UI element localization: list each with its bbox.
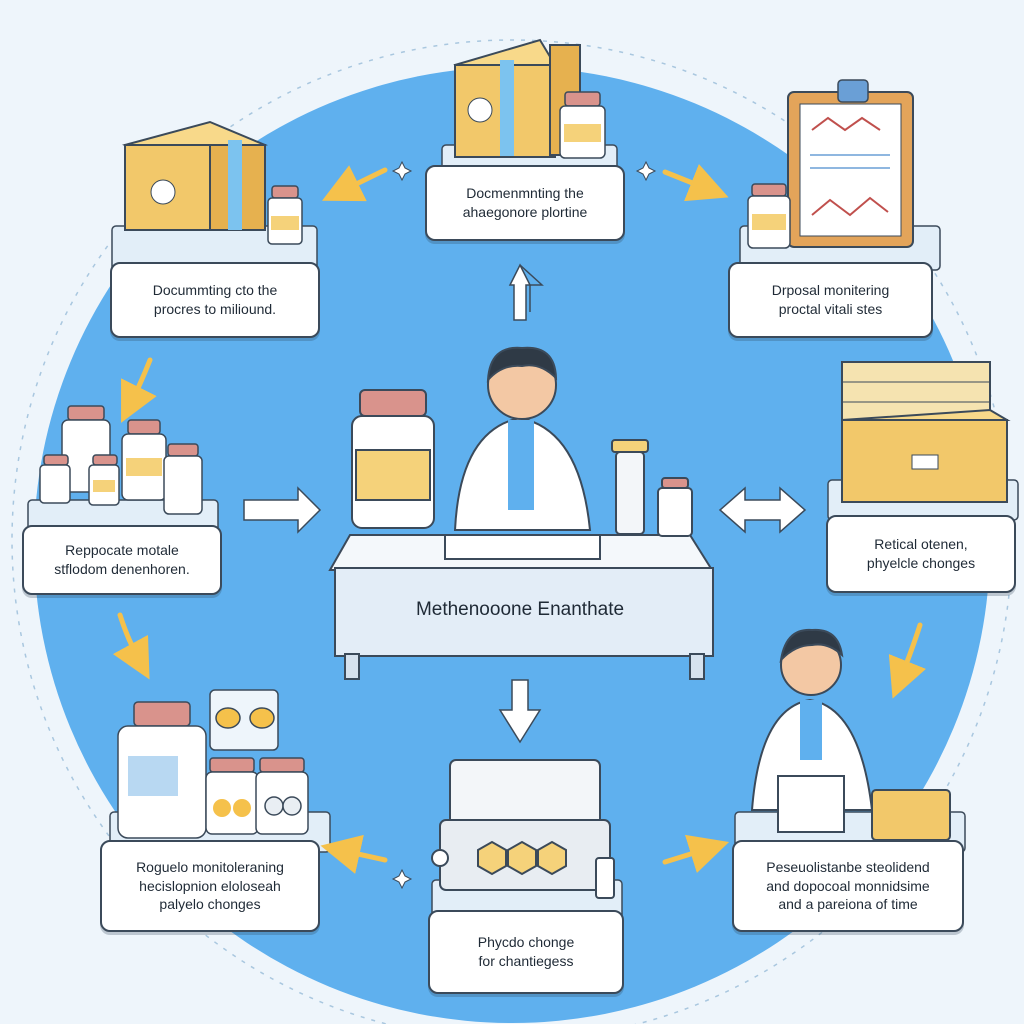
bottom-left-scene-jars [117,689,309,839]
step-label-bottom-left: Roguelo monitoleraning hecislopnion elol… [100,840,320,932]
step-label-line: and dopocoal monnidsime [766,877,930,894]
top-left-scene-bottle [267,185,303,245]
step-label-line: Retical otenen, [874,536,968,553]
bottom-right-scene-doctor [750,628,951,841]
step-label-line: Reppocate motale [65,542,179,559]
step-label-line: Phycdo chonge [477,934,575,951]
step-label-line: for chantiegess [478,953,574,969]
left-scene-bottles [39,405,203,515]
step-label-line: proctal vitali stes [778,301,883,317]
step-label-line: Docmenmnting the [466,185,584,202]
step-label-line: Drposal monitering [771,282,890,299]
center-desk-label: Methenooone Enanthate [415,599,625,620]
top-scene-box [453,38,581,158]
step-label-bottom: Phycdo chonge for chantiegess [428,910,624,994]
step-label-top: Docmenmnting the ahaegonore plortine [425,165,625,241]
center-large-bottle [351,389,435,529]
step-label-line: phyelcle chonges [866,555,976,571]
step-label-line: ahaegonore plortine [462,204,588,220]
step-label-left: Reppocate motale stflodom denenhoren. [22,525,222,595]
step-label-line: Roguelo monitoleraning [136,858,284,875]
step-label-top-left: Docummting cto the procres to miliound. [110,262,320,338]
step-label-line: procres to miliound. [153,301,277,317]
step-label-line: and a pareiona of time [778,896,918,913]
center-doctor [453,346,592,531]
cycle-arrows [112,164,926,874]
top-left-scene-box [122,120,268,231]
step-label-line: hecislopnion eloloseah [139,877,281,894]
step-label-right: Retical otenen, phyelcle chonges [826,515,1016,593]
step-label-line: stflodom denenhoren. [54,561,190,577]
top-right-scene-bottle [747,183,791,249]
step-label-bottom-right: Peseuolistanbe steolidend and dopocoal m… [732,840,964,932]
center-desk [328,534,714,680]
right-scene-boxes [841,361,1011,503]
top-right-scene-clipboard [787,79,914,248]
step-label-line: palyelo chonges [159,896,261,913]
flow-arrows [243,263,807,744]
bottom-scene-tray [431,759,615,899]
top-scene-bottle [559,91,606,159]
center-cylinder [611,439,693,537]
step-label-top-right: Drposal monitering proctal vitali stes [728,262,933,338]
sparkles [391,160,657,890]
step-label-line: Docummting cto the [152,282,278,299]
step-label-line: Peseuolistanbe steolidend [766,858,930,875]
